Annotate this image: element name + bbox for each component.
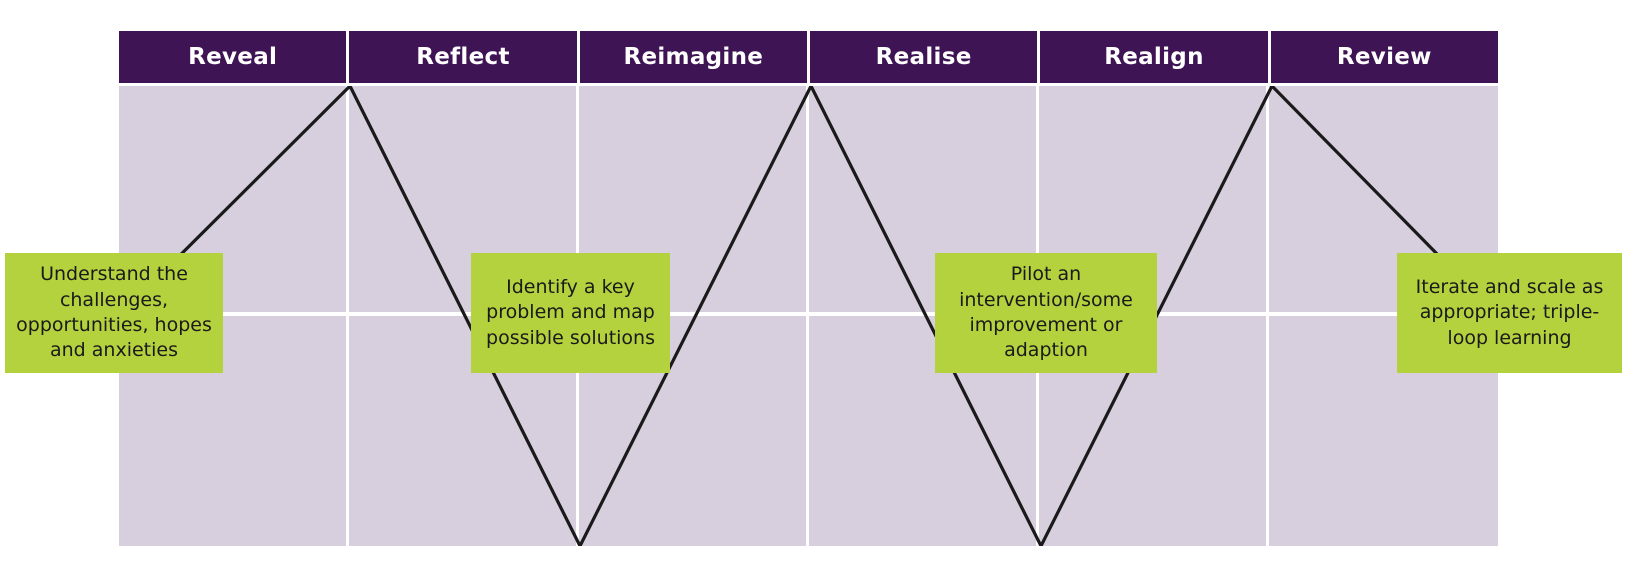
- grid-divider-horizontal: [119, 312, 1498, 316]
- callout-box-reimagine[interactable]: Identify a key problem and map possible …: [471, 253, 670, 373]
- phase-header-realign[interactable]: Realign: [1040, 31, 1271, 83]
- callout-box-reveal[interactable]: Understand the challenges, opportunities…: [5, 253, 223, 373]
- phase-header-reimagine[interactable]: Reimagine: [579, 31, 810, 83]
- phase-grid-panel: [119, 86, 1498, 546]
- phase-header-review[interactable]: Review: [1270, 31, 1498, 83]
- callout-box-realise[interactable]: Pilot an intervention/some improvement o…: [935, 253, 1157, 373]
- phase-header-reflect[interactable]: Reflect: [349, 31, 580, 83]
- grid-divider-vertical: [806, 86, 809, 546]
- grid-divider-vertical: [346, 86, 349, 546]
- phase-header-reveal[interactable]: Reveal: [119, 31, 350, 83]
- phase-header-band: Reveal Reflect Reimagine Realise Realign…: [119, 31, 1498, 83]
- callout-box-review[interactable]: Iterate and scale as appropriate; triple…: [1397, 253, 1622, 373]
- grid-divider-vertical: [1266, 86, 1269, 546]
- phase-header-realise[interactable]: Realise: [809, 31, 1041, 83]
